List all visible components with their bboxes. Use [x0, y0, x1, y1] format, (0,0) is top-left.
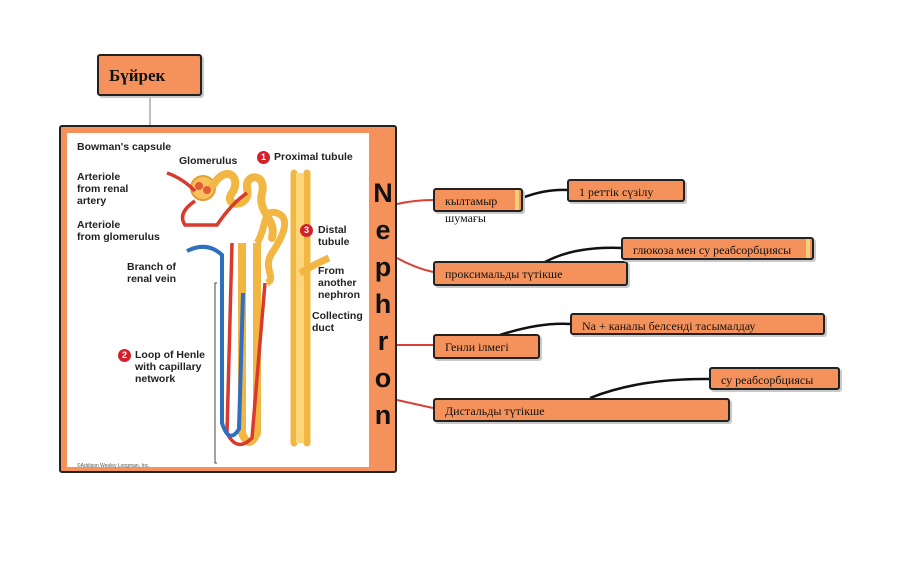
detail-accent [806, 239, 810, 258]
branch-proximal[interactable]: проксимальды түтікше [433, 261, 628, 286]
label-arteriole-glomerulus: Arteriole from glomerulus [77, 219, 160, 243]
badge-1: 1 [257, 151, 270, 164]
branch-glomerulus[interactable]: кылтамыр [433, 188, 523, 212]
detail-water-reabsorption[interactable]: су реабсорбциясы [709, 367, 840, 390]
title-letter: N [373, 178, 393, 208]
detail-label: 1 реттік сүзілу [579, 185, 654, 199]
title-letter: p [374, 252, 392, 282]
label-loop-of-henle: Loop of Henle with capillary network [135, 349, 205, 385]
branch-overflow-text: шумағы [445, 211, 486, 225]
detail-glucose-water[interactable]: глюкоза мен су реабсорбциясы [621, 237, 814, 260]
title-letter: o [374, 363, 392, 393]
label-proximal-tubule: Proximal tubule [274, 151, 353, 163]
branch-henle-loop[interactable]: Генли ілмегі [433, 334, 540, 359]
badge-3: 3 [300, 224, 313, 237]
label-bowmans-capsule: Bowman's capsule [77, 141, 172, 153]
nephron-diagram: Bowman's capsule Glomerulus 1 Proximal t… [67, 133, 369, 469]
detail-label: глюкоза мен су реабсорбциясы [633, 243, 792, 257]
branch-accent [515, 190, 519, 210]
detail-label: су реабсорбциясы [721, 373, 814, 387]
label-from-another-nephron: From another nephron [318, 265, 360, 301]
root-node[interactable]: Бүйрек [97, 54, 202, 96]
detail-sodium-transport[interactable]: Na + каналы белсенді тасымалдау [570, 313, 825, 335]
copyright: ©Addison Wesley Longman, Inc. [77, 463, 150, 469]
label-collecting-duct: Collecting duct [312, 310, 363, 334]
detail-filtration[interactable]: 1 реттік сүзілу [567, 179, 685, 202]
title-letter: n [374, 400, 392, 430]
badge-2: 2 [118, 349, 131, 362]
nephron-vertical-title: N e p h r o n [369, 175, 397, 434]
detail-label: Na + каналы белсенді тасымалдау [582, 319, 756, 333]
branch-label: проксимальды түтікше [445, 267, 563, 281]
title-letter: h [374, 289, 392, 319]
label-renal-vein: Branch of renal vein [127, 261, 177, 285]
label-arteriole-renal: Arteriole from renal artery [77, 171, 129, 207]
label-distal-tubule: Distal tubule [318, 224, 350, 248]
title-letter: e [375, 215, 391, 245]
label-glomerulus: Glomerulus [179, 155, 238, 167]
root-label: Бүйрек [109, 66, 166, 85]
branch-label: Дистальды түтікше [445, 404, 545, 418]
title-letter: r [377, 326, 389, 356]
branch-distal[interactable]: Дистальды түтікше [433, 398, 730, 422]
branch-label: кылтамыр [445, 194, 498, 208]
nephron-card[interactable]: Bowman's capsule Glomerulus 1 Proximal t… [59, 125, 397, 473]
nephron-illustration [166, 169, 331, 464]
branch-label: Генли ілмегі [445, 340, 509, 354]
